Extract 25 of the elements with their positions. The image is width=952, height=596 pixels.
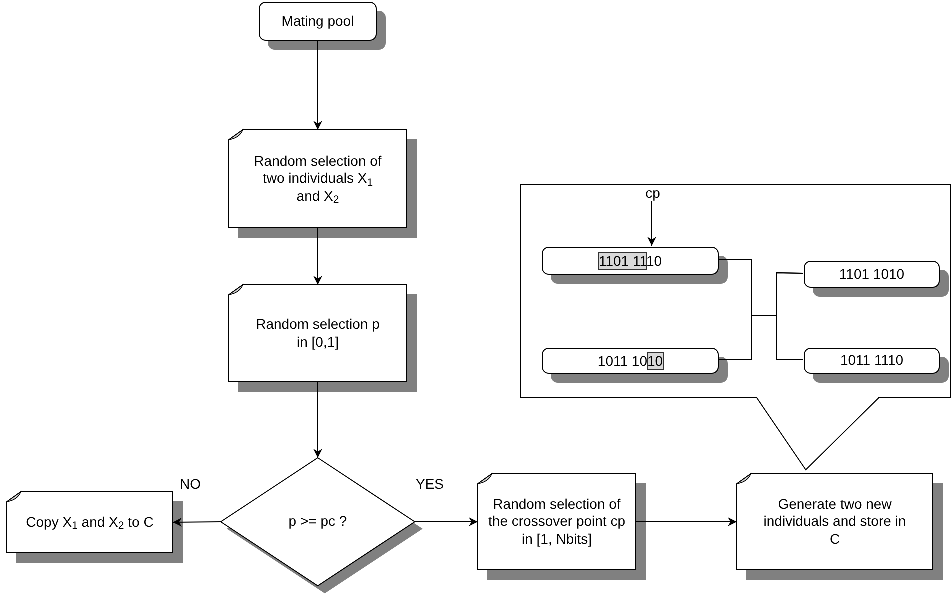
connector-arrow: [636, 518, 738, 526]
connector-arrow: [314, 382, 322, 458]
node-text: Random selection p in [0,1]: [255, 316, 381, 351]
document-box: [737, 474, 933, 570]
connector-arrow: [648, 200, 656, 246]
node-text: 1101 1110: [598, 252, 662, 270]
node-text: Random selection of two individuals X$_{1}$ and X$_{2}$: [253, 152, 383, 206]
document-box: [229, 285, 407, 382]
node-text: cp: [646, 184, 660, 202]
node-text: 1011 1110: [840, 352, 904, 370]
node-text: p >= pc ?: [288, 513, 348, 531]
node-text: Copy X$_{1}$ and X$_{2}$ to C: [26, 514, 154, 532]
connector-arrow: [314, 40, 322, 130]
node-text: Mating pool: [282, 12, 354, 30]
node-text: 1011 1010: [598, 352, 664, 370]
connector-arrow: [172, 518, 222, 527]
document-box: [7, 492, 173, 553]
connector-arrow: [414, 518, 478, 526]
node-text: Random selection of the crossover point cp in [1, Nbits]: [488, 496, 626, 548]
document-box: [478, 474, 636, 570]
connector-arrow: [314, 228, 322, 286]
node-text: Generate two new individuals and store in C: [763, 496, 907, 548]
document-box: [229, 130, 407, 228]
node-text: 1101 1010: [839, 266, 905, 284]
decision-diamond: [221, 458, 415, 586]
